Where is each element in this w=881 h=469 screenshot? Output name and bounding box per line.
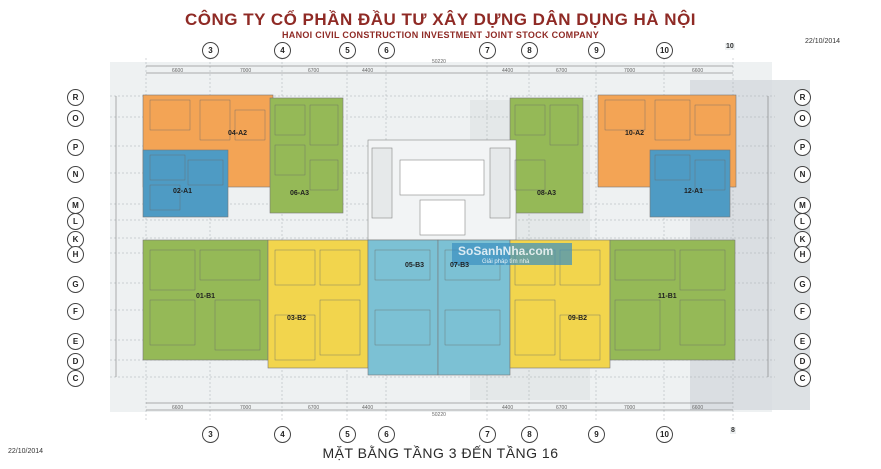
column-axis-bottom-8: 8 <box>521 426 538 443</box>
column-axis-top-7: 7 <box>479 42 496 59</box>
row-axis-left-o: O <box>67 110 84 127</box>
dim-bottom-4: 4400 <box>362 405 374 411</box>
central-core <box>367 139 517 241</box>
column-axis-bottom-4: 4 <box>274 426 291 443</box>
dim-bottom-3: 6700 <box>308 405 320 411</box>
unit-label-03-b2: 03-B2 <box>287 315 307 322</box>
unit-label-08-a3: 08-A3 <box>537 190 557 197</box>
unit-label-09-b2: 09-B2 <box>568 315 588 322</box>
column-axis-bottom-3: 3 <box>202 426 219 443</box>
dim-top-1: 6600 <box>172 68 184 74</box>
row-axis-right-g: G <box>794 276 811 293</box>
column-axis-top-4: 4 <box>274 42 291 59</box>
unit-label-06-a3: 06-A3 <box>290 190 310 197</box>
dim-bottom-7: 7000 <box>624 405 636 411</box>
column-axis-bottom-9: 9 <box>588 426 605 443</box>
row-axis-right-d: D <box>794 353 811 370</box>
row-axis-right-l: L <box>794 213 811 230</box>
dim-bottom-total: 50220 <box>432 412 446 418</box>
column-axis-top-8: 8 <box>521 42 538 59</box>
watermark-tagline: Giải pháp tìm nhà <box>482 259 530 265</box>
row-axis-right-p: P <box>794 139 811 156</box>
row-axis-left-f: F <box>67 303 84 320</box>
unit-label-10-a2: 10-A2 <box>625 130 645 137</box>
unit-label-07-b3: 07-B3 <box>450 262 470 269</box>
unit-label-02-a1: 02-A1 <box>173 188 193 195</box>
sheet-badge-top: 10 <box>725 43 735 50</box>
column-axis-top-6: 6 <box>378 42 395 59</box>
row-axis-left-l: L <box>67 213 84 230</box>
column-axis-top-10: 10 <box>656 42 673 59</box>
dim-bottom-6: 6700 <box>556 405 568 411</box>
unit-02-a1-shape <box>142 149 229 218</box>
dim-top-8: 6600 <box>692 68 704 74</box>
dim-top-3: 6700 <box>308 68 320 74</box>
interior-walls <box>149 99 731 361</box>
row-axis-right-r: R <box>794 89 811 106</box>
dim-top-6: 6700 <box>556 68 568 74</box>
column-axis-bottom-5: 5 <box>339 426 356 443</box>
dim-bottom-5: 4400 <box>502 405 514 411</box>
dim-top-4: 4400 <box>362 68 374 74</box>
column-axis-bottom-10: 10 <box>656 426 673 443</box>
row-axis-right-c: C <box>794 370 811 387</box>
unit-06-a3-shape <box>269 97 344 214</box>
unit-label-11-b1: 11-B1 <box>658 293 677 300</box>
row-axis-left-n: N <box>67 166 84 183</box>
row-axis-right-h: H <box>794 246 811 263</box>
upper-right-wing <box>509 94 737 218</box>
row-axis-left-d: D <box>67 353 84 370</box>
dimension-lines <box>115 65 769 411</box>
row-axis-left-p: P <box>67 139 84 156</box>
row-axis-left-h: H <box>67 246 84 263</box>
dim-bottom-1: 6600 <box>172 405 184 411</box>
row-axis-right-m: M <box>794 197 811 214</box>
unit-label-01-b1: 01-B1 <box>196 293 216 300</box>
row-axis-left-r: R <box>67 89 84 106</box>
dim-bottom-2: 7000 <box>240 405 252 411</box>
lower-row <box>142 239 736 376</box>
row-axis-right-e: E <box>794 333 811 350</box>
dim-top-7: 7000 <box>624 68 636 74</box>
dim-top-5: 4400 <box>502 68 514 74</box>
row-axis-right-n: N <box>794 166 811 183</box>
floor-plan-title: MẶT BẰNG TẦNG 3 ĐẾN TẦNG 16 <box>322 445 559 461</box>
dim-top-2: 7000 <box>240 68 252 74</box>
dim-top-total: 50220 <box>432 59 446 65</box>
company-subtitle: HANOI CIVIL CONSTRUCTION INVESTMENT JOIN… <box>281 30 599 40</box>
row-axis-left-e: E <box>67 333 84 350</box>
date-top-right: 22/10/2014 <box>805 38 841 45</box>
unit-label-04-a2: 04-A2 <box>228 130 248 137</box>
unit-08-a3-shape <box>509 97 584 214</box>
unit-03-b2-shape <box>267 239 369 369</box>
upper-left-wing <box>142 94 344 218</box>
row-axis-left-g: G <box>67 276 84 293</box>
column-axis-top-9: 9 <box>588 42 605 59</box>
row-axis-right-o: O <box>794 110 811 127</box>
column-axis-bottom-6: 6 <box>378 426 395 443</box>
unit-label-05-b3: 05-B3 <box>405 262 425 269</box>
watermark-box <box>452 243 572 265</box>
row-axis-left-m: M <box>67 197 84 214</box>
column-axis-top-5: 5 <box>339 42 356 59</box>
company-title: CÔNG TY CỔ PHẦN ĐẦU TƯ XÂY DỰNG DÂN DỤNG… <box>184 10 697 29</box>
row-axis-left-c: C <box>67 370 84 387</box>
unit-label-12-a1: 12-A1 <box>684 188 704 195</box>
row-axis-right-f: F <box>794 303 811 320</box>
watermark-brand: SoSanhNha.com <box>458 244 554 258</box>
column-axis-bottom-7: 7 <box>479 426 496 443</box>
column-axis-top-3: 3 <box>202 42 219 59</box>
unit-05-b3-shape <box>367 239 439 376</box>
date-bottom-left: 22/10/2014 <box>8 448 44 455</box>
dim-bottom-8: 6600 <box>692 405 704 411</box>
sheet-badge-bottom: 8 <box>730 427 736 434</box>
